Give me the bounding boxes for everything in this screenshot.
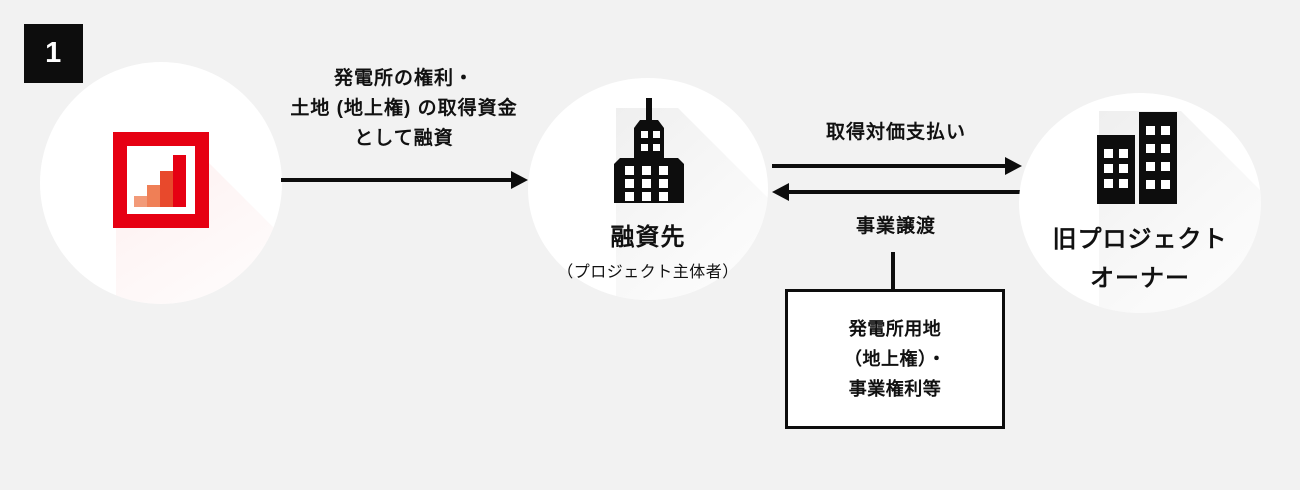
arrow-loan-head <box>511 171 528 189</box>
two-buildings-icon <box>1097 112 1187 204</box>
arrow-transfer-label: 事業譲渡 <box>855 216 936 237</box>
arrow-loan-line <box>281 178 513 182</box>
bar-chart-bars <box>134 155 188 207</box>
asset-box: 発電所用地 （地上権）・ 事業権利等 <box>785 289 1005 429</box>
asset-box-line-2: （地上権）・ <box>844 349 946 369</box>
arrow-loan-label-line3: として融資 <box>354 128 454 149</box>
node-former-owner-label-line2: オーナー <box>1090 265 1190 292</box>
chart-bar-2 <box>147 185 160 207</box>
arrow-transfer-line <box>787 190 1020 194</box>
office-tower-icon <box>604 98 694 203</box>
arrow-loan-label-line1: 発電所の権利・ <box>333 68 474 89</box>
chart-bar-3 <box>160 170 173 207</box>
node-lender-label: 融資先 <box>610 224 686 251</box>
chart-bar-4 <box>173 155 186 207</box>
arrow-loan-label-line2: 土地 (地上権) の取得資金 <box>290 98 518 119</box>
arrow-loan-label: 発電所の権利・ 土地 (地上権) の取得資金 として融資 <box>268 64 540 154</box>
arrow-transfer-head <box>772 183 789 201</box>
bar-chart-icon <box>113 132 209 228</box>
arrow-payment-line <box>772 164 1008 168</box>
asset-box-line-1: 発電所用地 <box>848 319 942 339</box>
step-number-badge: 1 <box>24 24 83 83</box>
step-number-label: 1 <box>45 37 62 69</box>
asset-box-line-3: 事業権利等 <box>848 379 942 399</box>
arrow-payment-label: 取得対価支払い <box>825 122 966 143</box>
arrow-payment-head <box>1005 157 1022 175</box>
chart-bar-1 <box>134 195 147 207</box>
node-former-owner-label-line1: 旧プロジェクト <box>1052 226 1228 253</box>
node-lender-sublabel: （プロジェクト主体者） <box>557 264 739 281</box>
asset-box-connector <box>891 252 895 292</box>
